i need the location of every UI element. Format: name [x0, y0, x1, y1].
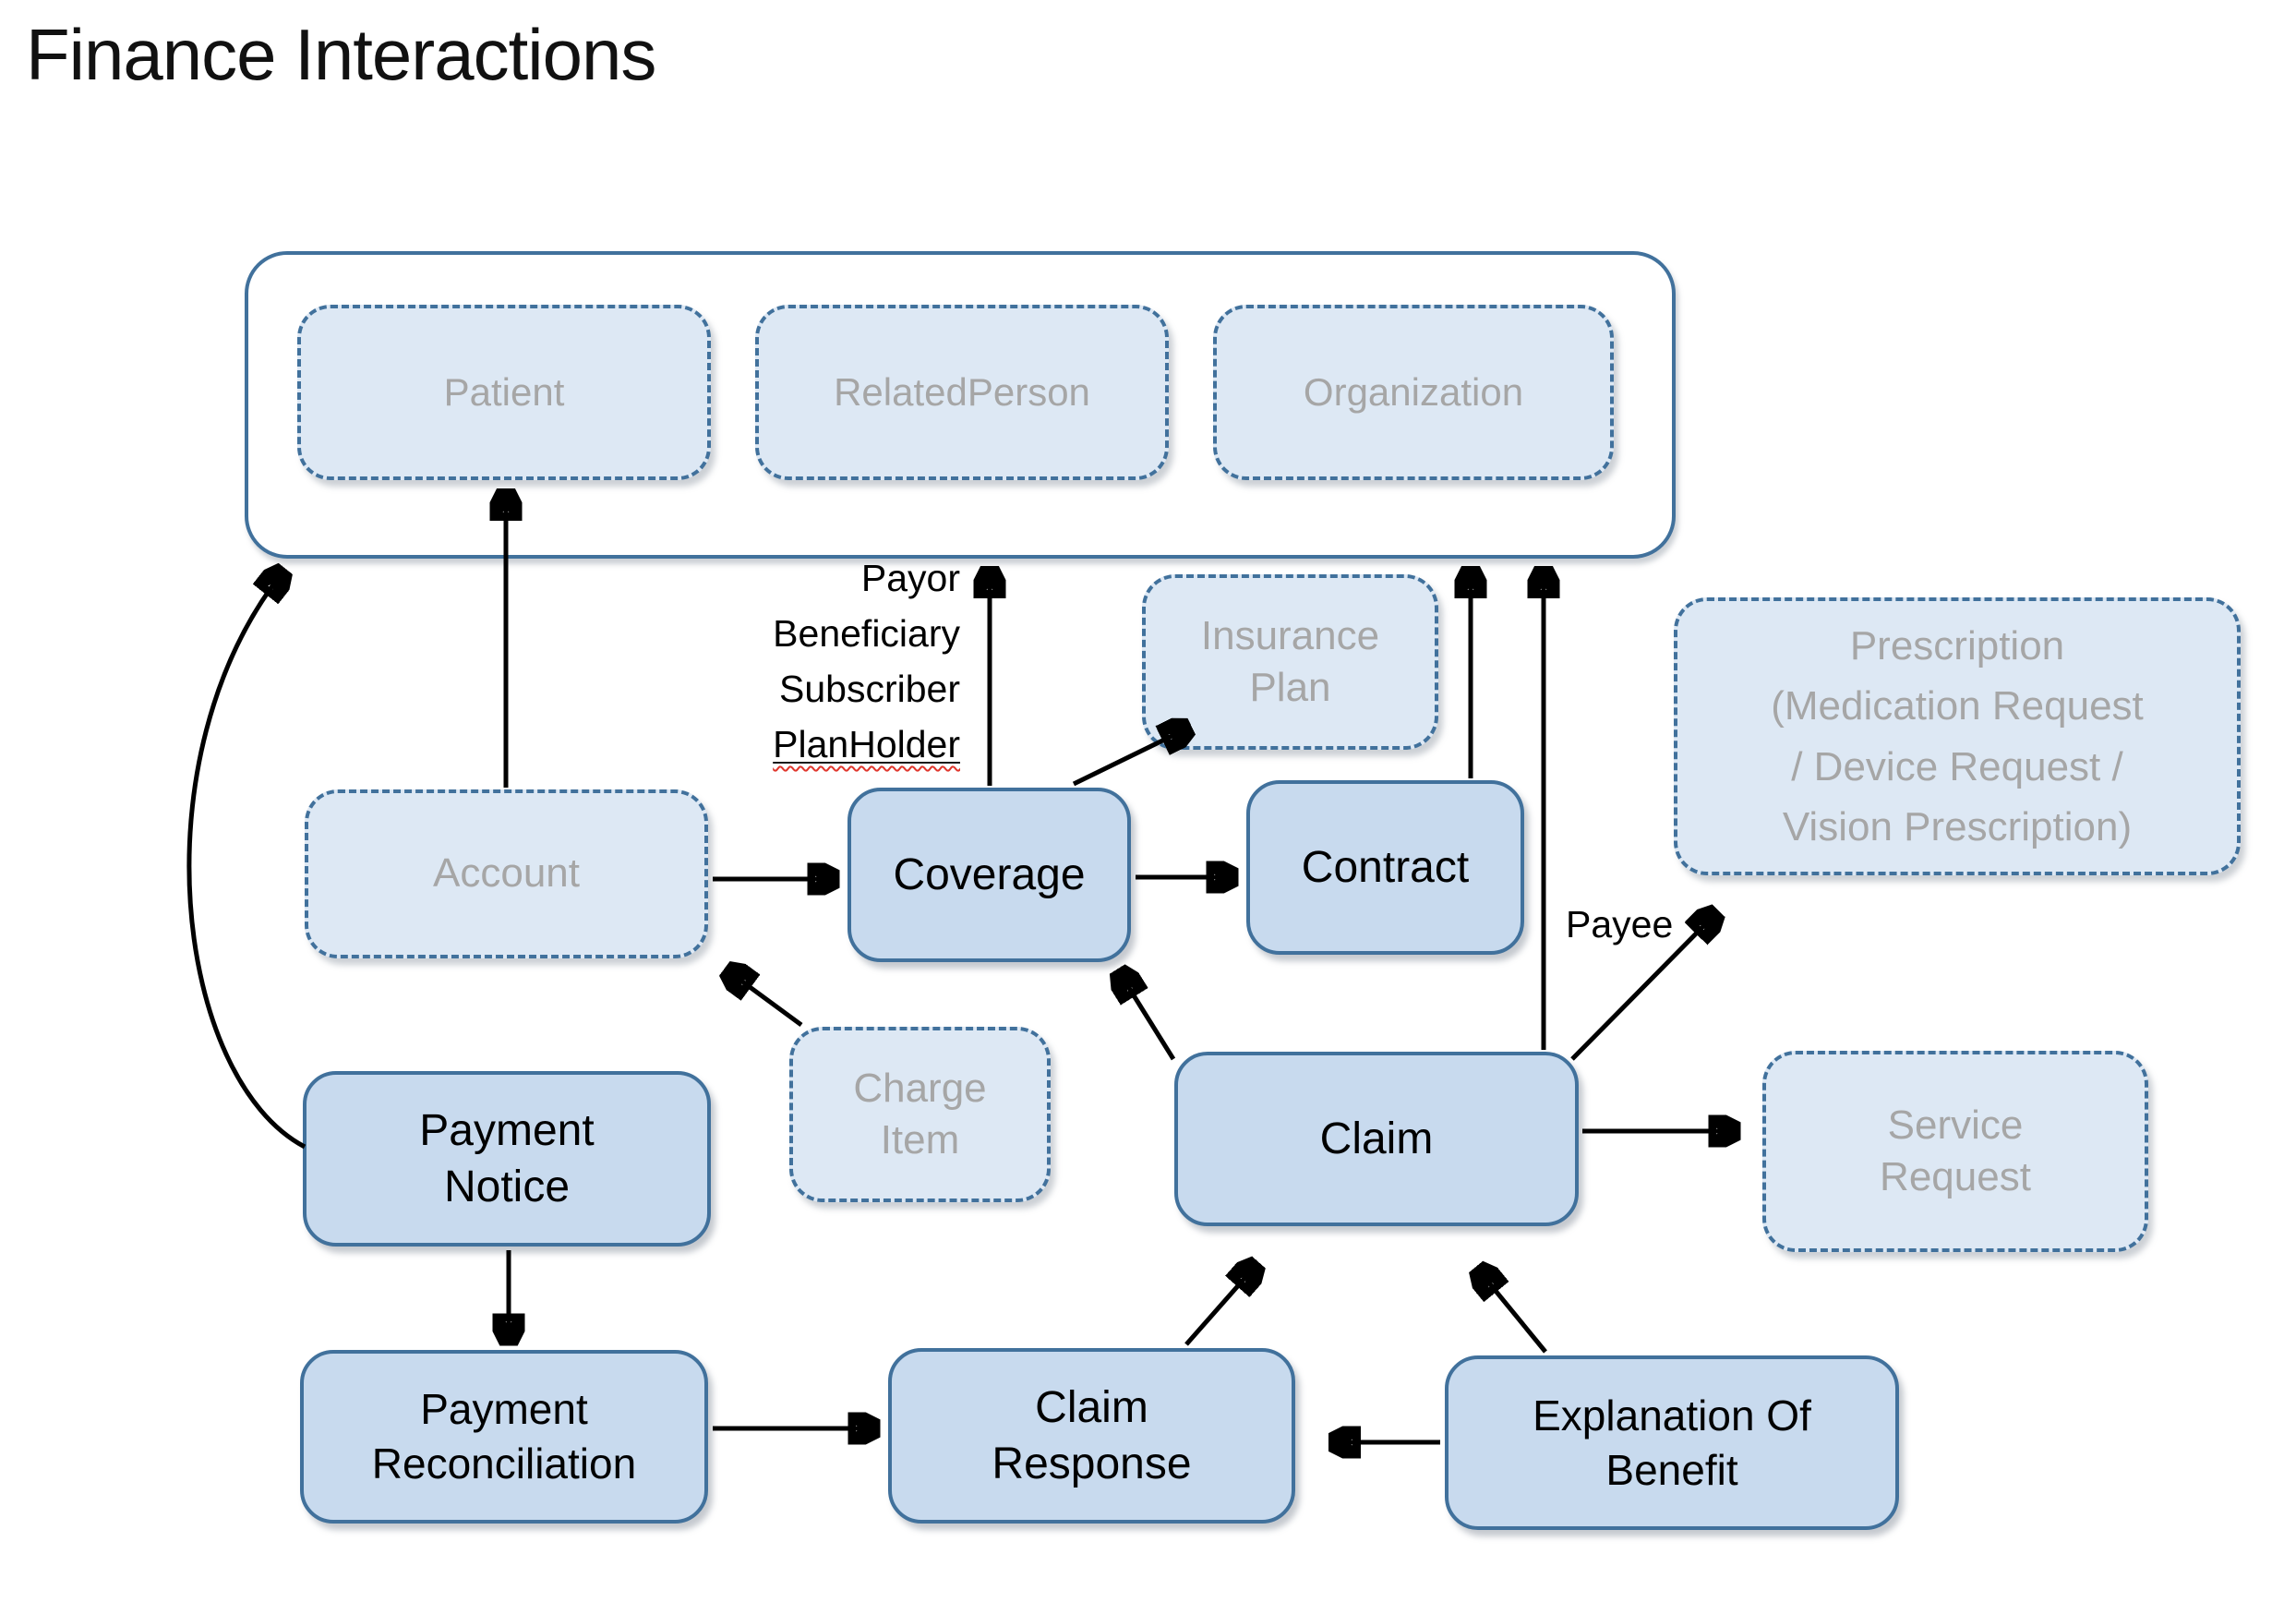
edge-claim-response-to-claim	[1184, 1266, 1256, 1346]
node-service-request-label: Service Request	[1880, 1102, 2031, 1199]
node-account: Account	[305, 789, 708, 958]
node-coverage-label: Coverage	[893, 849, 1086, 899]
node-contract-label: Contract	[1301, 842, 1470, 892]
node-claim: Claim	[1174, 1052, 1579, 1226]
node-prescription-label: Prescription (Medication Request / Devic…	[1771, 623, 2144, 849]
node-organization: Organization	[1213, 305, 1614, 480]
node-payment-notice: Payment Notice	[303, 1071, 711, 1247]
node-contract: Contract	[1246, 780, 1524, 955]
node-account-label: Account	[433, 850, 580, 897]
role-label: PlanHolder	[773, 723, 960, 765]
node-claim-response-label: Claim Response	[992, 1382, 1192, 1488]
node-payment-reconciliation-label: Payment Reconciliation	[371, 1385, 637, 1488]
node-related-person-label: RelatedPerson	[834, 370, 1090, 415]
node-service-request: Service Request	[1762, 1051, 2148, 1252]
role-label: Subscriber	[779, 668, 960, 710]
node-patient: Patient	[297, 305, 711, 480]
node-payment-reconciliation: Payment Reconciliation	[300, 1350, 708, 1524]
role-label: Payor	[860, 557, 960, 599]
node-charge-item: Charge Item	[789, 1027, 1051, 1202]
node-explanation-of-benefit: Explanation Of Benefit	[1445, 1355, 1899, 1530]
edge-eob-to-claim	[1479, 1271, 1547, 1354]
payee-edge-label: Payee	[1566, 903, 1674, 946]
node-insurance-plan-label: Insurance Plan	[1200, 612, 1380, 710]
node-explanation-of-benefit-label: Explanation Of Benefit	[1533, 1391, 1811, 1494]
node-patient-label: Patient	[443, 370, 565, 415]
edge-charge-item-to-account	[728, 971, 803, 1028]
edge-payment-notice-to-group	[186, 572, 307, 1150]
node-charge-item-label: Charge Item	[853, 1065, 987, 1162]
edge-claim-to-coverage	[1120, 973, 1176, 1061]
node-claim-response: Claim Response	[888, 1348, 1295, 1524]
node-payment-notice-label: Payment Notice	[419, 1105, 595, 1211]
page-title: Finance Interactions	[26, 14, 656, 95]
node-insurance-plan: Insurance Plan	[1142, 574, 1438, 750]
node-coverage: Coverage	[847, 788, 1131, 962]
node-prescription: Prescription (Medication Request / Devic…	[1674, 597, 2241, 875]
role-label: Beneficiary	[773, 612, 960, 655]
node-related-person: RelatedPerson	[755, 305, 1169, 480]
node-organization-label: Organization	[1303, 370, 1524, 415]
node-claim-label: Claim	[1319, 1114, 1434, 1163]
